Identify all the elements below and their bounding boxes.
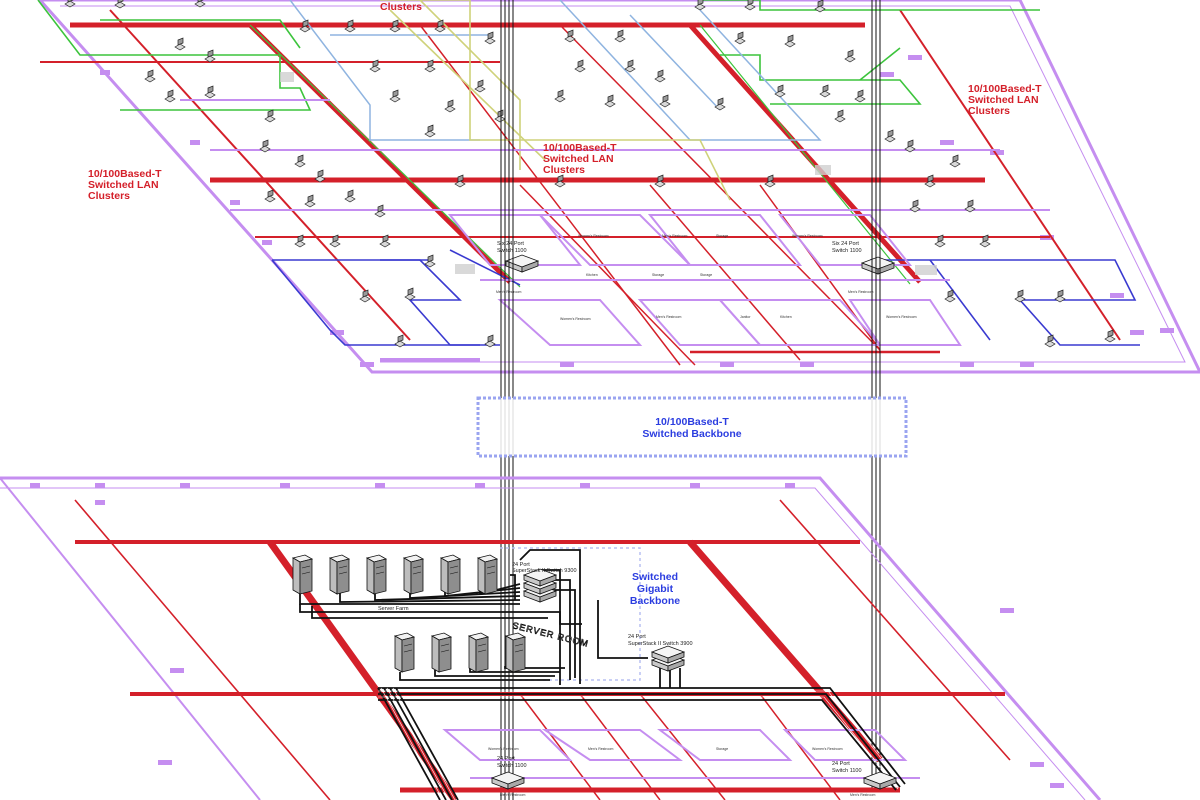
upper-floor-outline-inner (60, 5, 1186, 363)
lower-rooms (442, 729, 920, 779)
diagram-label: 24 Port (628, 634, 646, 640)
switch-right-lower-label: 24 Port Switch 1100 (832, 761, 862, 774)
superstack-3900-label: 24 Port SuperStack II Switch 3900 (628, 634, 693, 647)
lower-room-labels: Women's Restroom Men's Restroom Storage … (488, 747, 875, 797)
room-label: Storage (716, 747, 728, 751)
server-cabling (299, 549, 906, 800)
upper-floor: Women's Restroom Men's Restroom Storage … (37, 0, 1200, 374)
room-label: Men's Restroom (656, 315, 681, 319)
diagram-label: Switched LAN (543, 153, 614, 165)
diagram-label: 10/100Based-T (88, 168, 162, 180)
hatch-patch (815, 165, 831, 175)
gigabit-backbone-label: Switched Gigabit Backbone (630, 571, 680, 607)
superstack-3900 (651, 645, 685, 672)
room-label: Men's Restroom (848, 290, 873, 294)
diagram-label: Switch 1100 (832, 768, 862, 774)
diagram-label: Switched (632, 571, 678, 583)
hatch-patch (915, 265, 937, 275)
upper-workstations (64, 0, 1116, 348)
switch-left-upper-label: Six 24 Port Switch 1100 (497, 241, 527, 254)
upper-blue-cluster (271, 249, 1140, 346)
lower-left-edge (0, 477, 261, 800)
switch-left-lower-label: 24 Port Switch 1100 (497, 756, 527, 769)
diagram-label: Six 24 Port (497, 241, 524, 247)
room-label: Women's Restroom (812, 747, 843, 751)
room-label: Men's Restroom (850, 793, 875, 797)
room-label: Women's Restroom (792, 234, 823, 238)
lower-floor-outline (0, 476, 1102, 800)
diagram-label: Clusters (88, 190, 130, 202)
diagram-label: Switched LAN (88, 179, 159, 191)
diagram-label: Switch 1100 (497, 763, 527, 769)
upper-switch-left (505, 254, 539, 273)
room-label: Women's Restroom (886, 315, 917, 319)
backbone-label-line2: Switched Backbone (642, 428, 741, 440)
cluster-top-label: Clusters (380, 1, 422, 13)
upper-door-ticks (100, 55, 1174, 367)
upper-lightblue-cluster (289, 0, 822, 141)
diagram-label: 10/100Based-T (968, 83, 1042, 95)
cluster-center-label: 10/100Based-T Switched LAN Clusters (543, 142, 617, 176)
diagram-label: SuperStack II Switch 3900 (628, 641, 693, 647)
upper-floor-outline (37, 0, 1200, 374)
room-label: Storage (700, 273, 712, 277)
upper-green-cluster (37, 0, 1040, 288)
diagram-label: Switched LAN (968, 94, 1039, 106)
room-label: Storage (716, 234, 728, 238)
diagram-label: 24 Port (832, 761, 850, 767)
switched-backbone: 10/100Based-T Switched Backbone (476, 396, 908, 458)
hatch-patch (280, 72, 294, 82)
lower-floor-outline-inner (0, 487, 1086, 800)
room-label: Men's Restroom (588, 747, 613, 751)
cluster-left-label: 10/100Based-T Switched LAN Clusters (88, 168, 162, 202)
diagram-label: Clusters (968, 105, 1010, 117)
room-label: Storage (652, 273, 664, 277)
lower-floor: Switched Gigabit Backbone 24 Port SuperS… (0, 476, 1102, 800)
room-label: Men's Restroom (500, 793, 525, 797)
room-label: Kitchen (586, 273, 598, 277)
server-farm-label: Server Farm (378, 606, 409, 612)
diagram-label: Switch 1100 (832, 248, 862, 254)
diagram-label: 24 Port (497, 756, 515, 762)
diagram-label: 10/100Based-T (543, 142, 617, 154)
diagram-label: Six 24 Port (832, 241, 859, 247)
cluster-right-label: 10/100Based-T Switched LAN Clusters (968, 83, 1042, 117)
room-label: Janitor (740, 315, 751, 319)
diagram-label: Gigabit (637, 583, 674, 595)
lower-door-ticks (30, 483, 1064, 788)
switch-right-upper-label: Six 24 Port Switch 1100 (832, 241, 862, 254)
room-label: Kitchen (780, 315, 792, 319)
diagram-label: 24 Port (512, 562, 530, 568)
server-farm-servers (292, 554, 526, 673)
diagram-label: SuperStack II Switch 9300 (512, 568, 577, 574)
lower-red-trunks (74, 499, 1011, 800)
diagram-label: Clusters (543, 164, 585, 176)
backbone-label-line1: 10/100Based-T (655, 416, 729, 428)
lower-switch-left (491, 771, 525, 790)
server-cabling-white (378, 687, 904, 800)
room-label: Men's Restroom (662, 234, 687, 238)
hatch-patch (455, 264, 475, 274)
upper-yellow-cluster (380, 0, 731, 201)
room-label: Women's Restroom (488, 747, 519, 751)
diagram-label: Switch 1100 (497, 248, 527, 254)
room-label: Women's Restroom (560, 317, 591, 321)
room-label: Women's Restroom (578, 234, 609, 238)
superstack-9300-label: 24 Port SuperStack II Switch 9300 (512, 562, 577, 574)
diagram-label: Backbone (630, 595, 680, 607)
